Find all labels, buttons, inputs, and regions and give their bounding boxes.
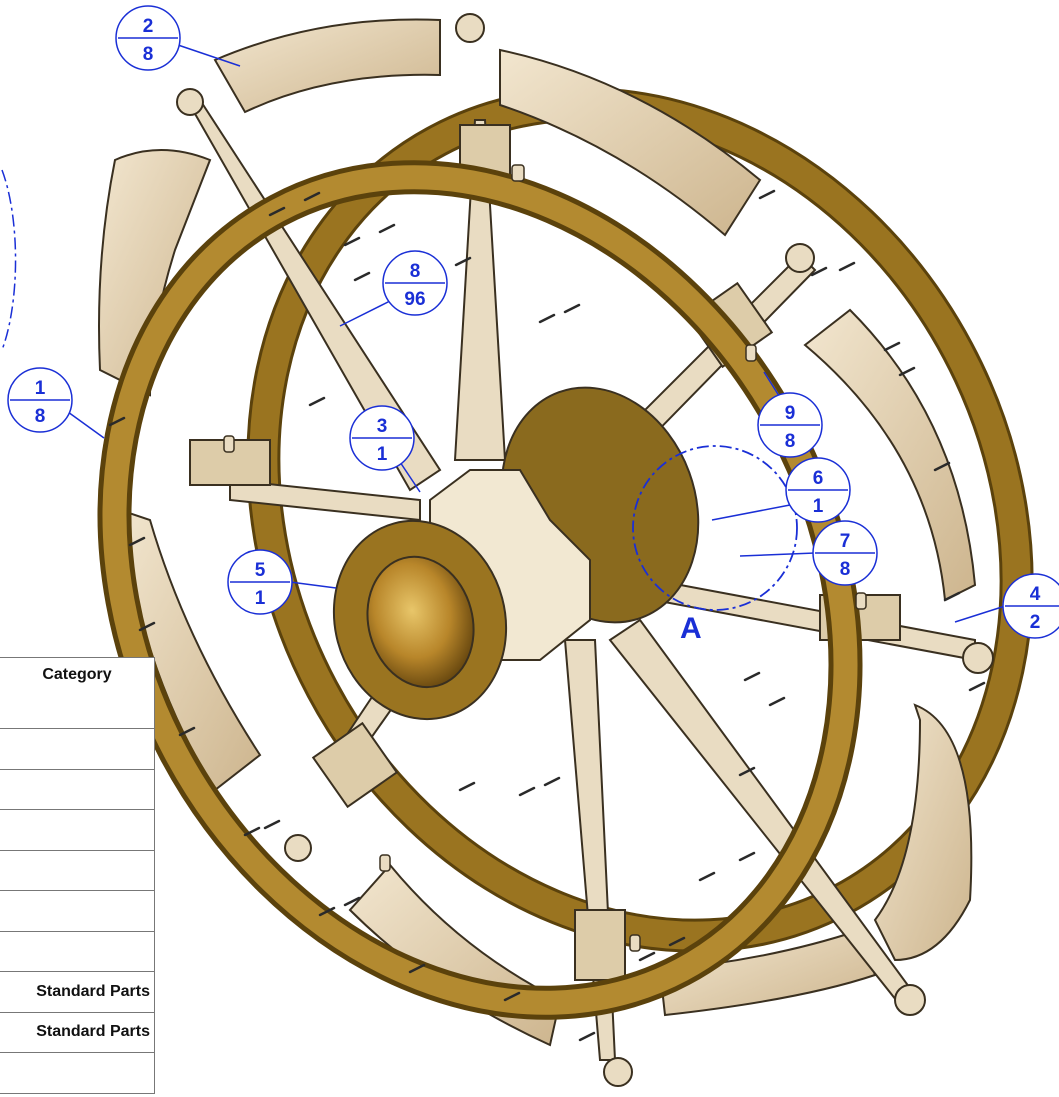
svg-text:8: 8 bbox=[840, 559, 851, 580]
bom-header-category: Category bbox=[0, 657, 155, 729]
svg-text:2: 2 bbox=[143, 16, 154, 37]
balloon-item-9: 9 8 bbox=[757, 392, 823, 458]
svg-text:8: 8 bbox=[410, 261, 421, 282]
svg-text:3: 3 bbox=[377, 416, 388, 437]
bom-cell-category bbox=[0, 809, 155, 851]
svg-text:1: 1 bbox=[377, 444, 388, 465]
balloon-item-1: 1 8 bbox=[7, 367, 73, 433]
svg-text:8: 8 bbox=[785, 431, 796, 452]
bom-cell-category bbox=[0, 930, 155, 972]
bom-cell-category bbox=[0, 728, 155, 770]
balloon-item-3: 3 1 bbox=[349, 405, 415, 471]
balloon-item-7: 7 8 bbox=[812, 520, 878, 586]
svg-text:2: 2 bbox=[1030, 612, 1041, 633]
bill-of-materials-table: Category Standard Parts Standard Parts bbox=[0, 657, 155, 1094]
svg-text:9: 9 bbox=[785, 403, 796, 424]
svg-text:1: 1 bbox=[813, 496, 824, 517]
svg-text:5: 5 bbox=[255, 560, 266, 581]
svg-text:8: 8 bbox=[143, 44, 154, 65]
hub-flange bbox=[332, 519, 508, 721]
bom-cell-category bbox=[0, 849, 155, 891]
svg-text:4: 4 bbox=[1030, 584, 1041, 605]
detail-circle-a bbox=[632, 445, 798, 611]
spoke-knobs bbox=[103, 13, 994, 1087]
dowel-pins bbox=[223, 164, 867, 952]
bom-cell-category: Standard Parts bbox=[0, 1011, 155, 1053]
section-arc bbox=[1, 169, 17, 351]
balloon-item-6: 6 1 bbox=[785, 457, 851, 523]
bom-cell-category bbox=[0, 768, 155, 810]
svg-text:6: 6 bbox=[813, 468, 824, 489]
svg-text:7: 7 bbox=[840, 531, 851, 552]
fasteners bbox=[108, 189, 986, 1042]
balloon-item-8: 8 96 bbox=[382, 250, 448, 316]
balloon-item-4: 4 2 bbox=[1002, 573, 1059, 639]
bom-cell-category: Standard Parts bbox=[0, 971, 155, 1013]
bom-cell-category bbox=[0, 1052, 155, 1094]
detail-label: A bbox=[680, 612, 702, 645]
bom-cell-category bbox=[0, 890, 155, 932]
balloon-item-5: 5 1 bbox=[227, 549, 293, 615]
svg-text:8: 8 bbox=[35, 406, 46, 427]
svg-text:1: 1 bbox=[35, 378, 46, 399]
svg-text:1: 1 bbox=[255, 588, 266, 609]
leader-lines bbox=[67, 44, 1006, 623]
svg-text:96: 96 bbox=[404, 289, 425, 310]
balloon-item-2: 2 8 bbox=[115, 5, 181, 71]
